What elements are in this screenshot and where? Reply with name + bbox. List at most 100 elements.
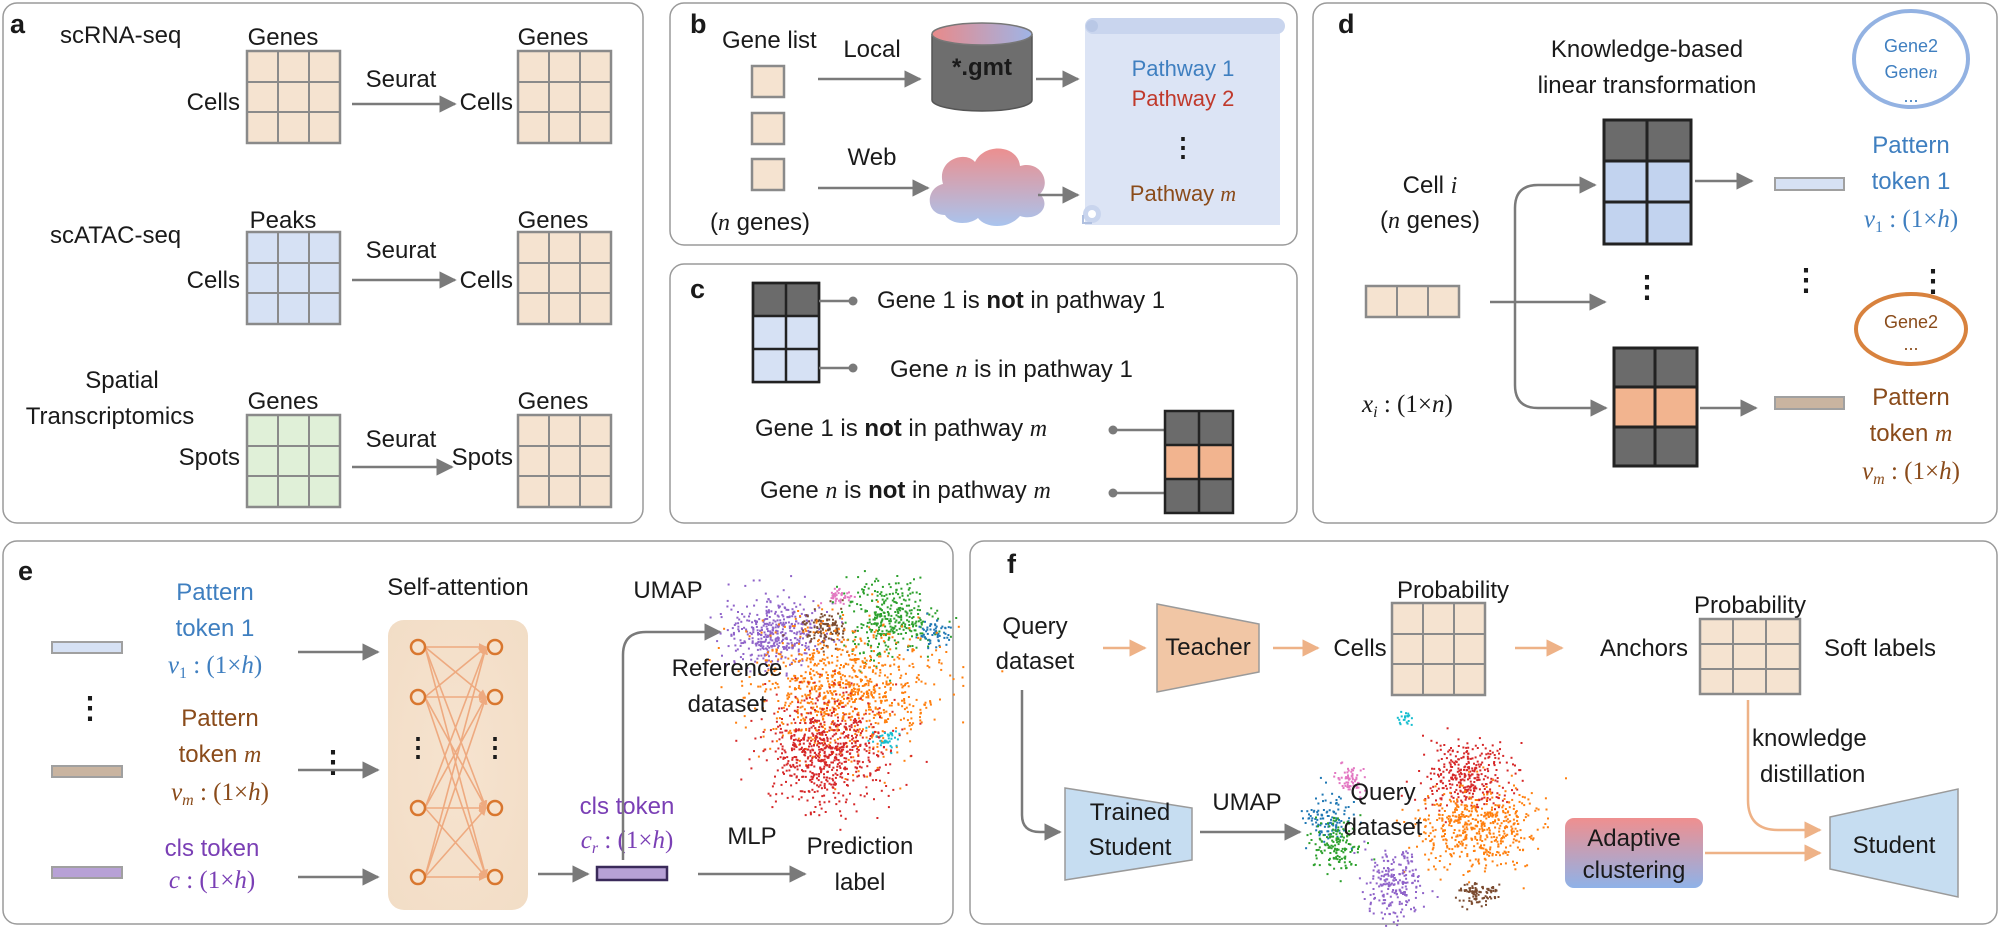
umap-point — [810, 726, 813, 729]
umap-point — [1340, 820, 1343, 822]
umap-point — [887, 806, 890, 809]
umap-point — [1413, 826, 1416, 828]
umap-point — [1486, 828, 1489, 831]
umap-point — [847, 693, 850, 696]
umap-point — [795, 633, 798, 636]
umap-point — [1459, 782, 1462, 785]
umap-point — [839, 736, 842, 739]
umap-point — [1333, 867, 1336, 870]
cls-token-label: cls token — [165, 835, 260, 862]
umap-point — [1509, 844, 1512, 847]
umap-point — [1355, 776, 1358, 779]
umap-point — [823, 701, 826, 704]
umap-point — [777, 646, 779, 649]
umap-point — [777, 645, 780, 647]
umap-point — [817, 785, 820, 788]
umap-point — [838, 588, 840, 591]
umap-point — [746, 619, 749, 622]
umap-point — [1316, 813, 1319, 816]
umap-point — [884, 674, 886, 677]
umap-point — [1429, 839, 1432, 842]
umap-point — [879, 735, 882, 738]
umap-point — [863, 665, 866, 668]
umap-point — [1448, 815, 1451, 818]
umap-point — [803, 623, 806, 626]
umap-point — [1484, 895, 1487, 898]
umap-point — [1423, 799, 1426, 802]
umap-point — [909, 645, 912, 648]
umap-point — [823, 776, 826, 779]
umap-point — [878, 687, 881, 690]
umap-point — [1474, 806, 1477, 809]
umap-point — [766, 652, 769, 655]
umap-point — [774, 667, 777, 670]
umap-point — [802, 630, 805, 633]
umap-point — [1321, 793, 1324, 796]
umap-point — [1345, 839, 1348, 842]
umap-point — [1518, 769, 1521, 772]
umap-point — [883, 781, 886, 784]
umap-point — [828, 614, 831, 617]
umap-point — [907, 696, 910, 698]
umap-point — [1388, 903, 1391, 906]
umap-point — [889, 625, 892, 628]
umap-point — [795, 756, 798, 759]
umap-point — [1480, 773, 1483, 776]
umap-point — [1493, 761, 1496, 763]
umap-point — [766, 628, 769, 630]
umap-point — [836, 749, 838, 751]
umap-point — [1494, 897, 1496, 900]
umap-point — [780, 707, 783, 710]
umap-point — [875, 684, 878, 687]
umap-point — [1462, 899, 1465, 902]
umap-point — [872, 726, 875, 729]
umap-point — [1330, 844, 1333, 847]
umap-point — [757, 633, 760, 636]
umap-point — [863, 683, 866, 686]
umap-point — [1387, 904, 1390, 907]
umap-point — [836, 705, 839, 707]
umap-point — [785, 674, 788, 677]
umap-point — [1335, 851, 1338, 854]
umap-point — [1434, 868, 1437, 871]
umap-point — [1338, 840, 1341, 843]
umap-point — [776, 660, 779, 663]
umap-point — [797, 716, 799, 719]
umap-point — [848, 700, 851, 703]
umap-point — [1421, 840, 1424, 843]
umap-point — [832, 709, 835, 712]
umap-point — [803, 753, 806, 756]
umap-point — [1384, 899, 1387, 902]
umap-point — [866, 693, 868, 695]
umap-point — [759, 685, 762, 688]
umap-point — [850, 595, 853, 598]
attention-node — [409, 799, 427, 817]
umap-point — [907, 620, 910, 623]
umap-point — [854, 740, 857, 743]
umap-point — [1422, 892, 1425, 895]
umap-point — [798, 684, 801, 687]
umap-point — [1346, 834, 1349, 837]
umap-point — [1465, 826, 1468, 829]
umap-point — [1363, 840, 1366, 843]
umap-point — [1348, 777, 1351, 780]
umap-point — [860, 639, 863, 642]
umap-point — [843, 644, 846, 647]
umap-point — [876, 745, 879, 748]
umap-point — [757, 654, 760, 657]
umap-point — [851, 710, 854, 713]
umap-point — [823, 761, 826, 764]
umap-point — [822, 698, 825, 701]
umap-point — [799, 603, 802, 606]
umap-point — [813, 741, 816, 744]
umap-point — [1372, 912, 1375, 915]
umap-point — [793, 734, 796, 736]
umap-point — [911, 621, 914, 624]
umap-point — [875, 624, 878, 627]
umap-point — [873, 650, 875, 653]
umap-point — [1513, 792, 1516, 795]
umap-point — [1328, 857, 1331, 860]
umap-point — [829, 709, 832, 712]
umap-point — [1503, 850, 1506, 853]
umap-point — [880, 789, 883, 792]
